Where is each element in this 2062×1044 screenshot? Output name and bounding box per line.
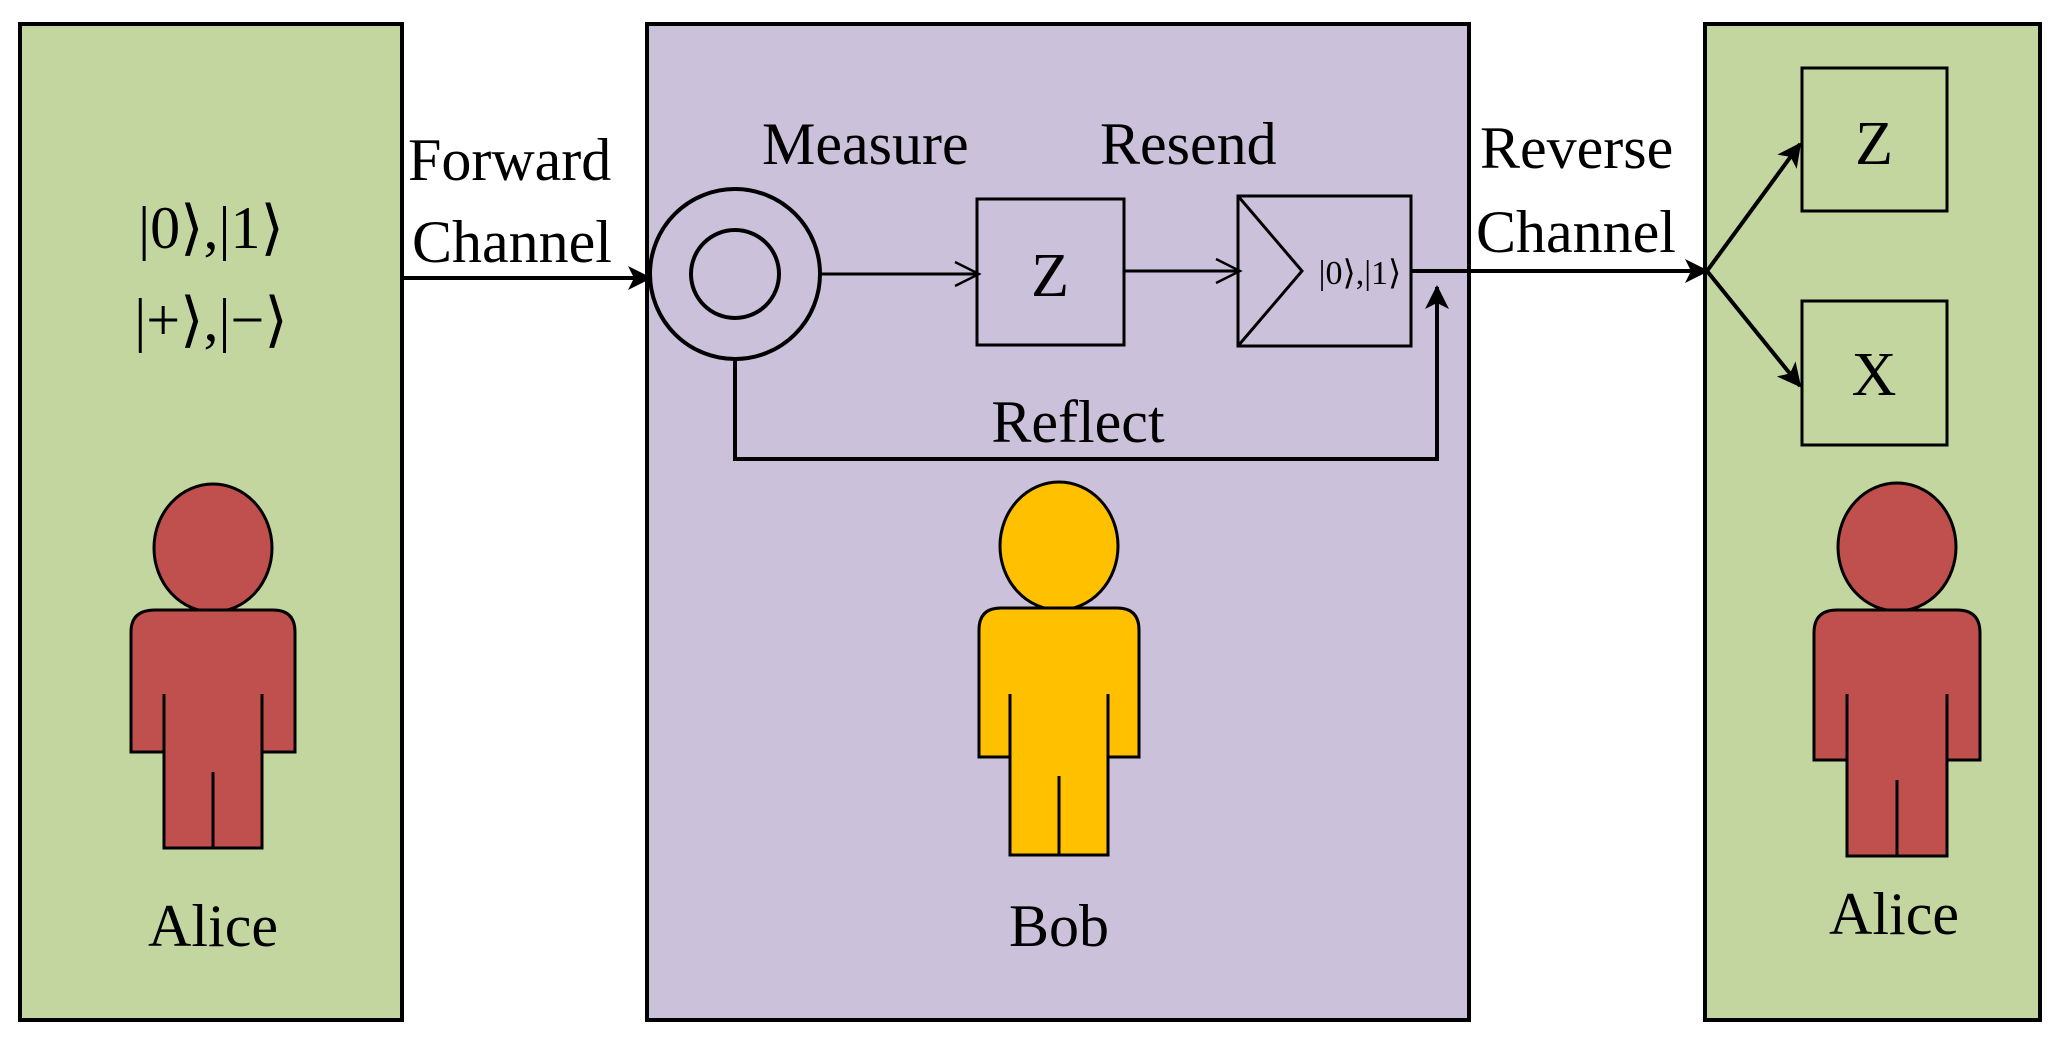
z-measurement-arrow — [1705, 142, 1802, 273]
alice-receiver-person-icon — [1812, 481, 1982, 858]
x-measurement-arrow — [1705, 269, 1802, 388]
reflect-label: Reflect — [991, 389, 1165, 455]
alice-receiver-label: Alice — [1829, 881, 1959, 947]
alice-sender-person-icon — [129, 482, 297, 850]
forward-channel-label-line1: Forward — [408, 127, 611, 193]
alice-states-line2: |+⟩,|−⟩ — [134, 287, 288, 353]
alice-sender-label: Alice — [148, 893, 278, 959]
bob-person-icon — [977, 480, 1141, 857]
reverse-channel-label-line2: Channel — [1476, 199, 1676, 265]
z-basis-label: Z — [1855, 110, 1893, 178]
x-basis-label: X — [1852, 341, 1897, 409]
resend-label: Resend — [1100, 111, 1277, 177]
reverse-channel-label-line1: Reverse — [1480, 115, 1673, 181]
reflect-path-arrow — [733, 285, 1449, 461]
z-basis-box — [1800, 66, 1949, 213]
forward-channel-label-line2: Channel — [412, 209, 612, 275]
measure-label: Measure — [762, 111, 969, 177]
bob-label: Bob — [1009, 893, 1109, 959]
source-states-label: |0⟩,|1⟩ — [1319, 255, 1402, 292]
x-basis-box — [1800, 299, 1949, 447]
alice-states-line1: |0⟩,|1⟩ — [138, 195, 284, 261]
z-basis-measure-label: Z — [1031, 242, 1069, 310]
